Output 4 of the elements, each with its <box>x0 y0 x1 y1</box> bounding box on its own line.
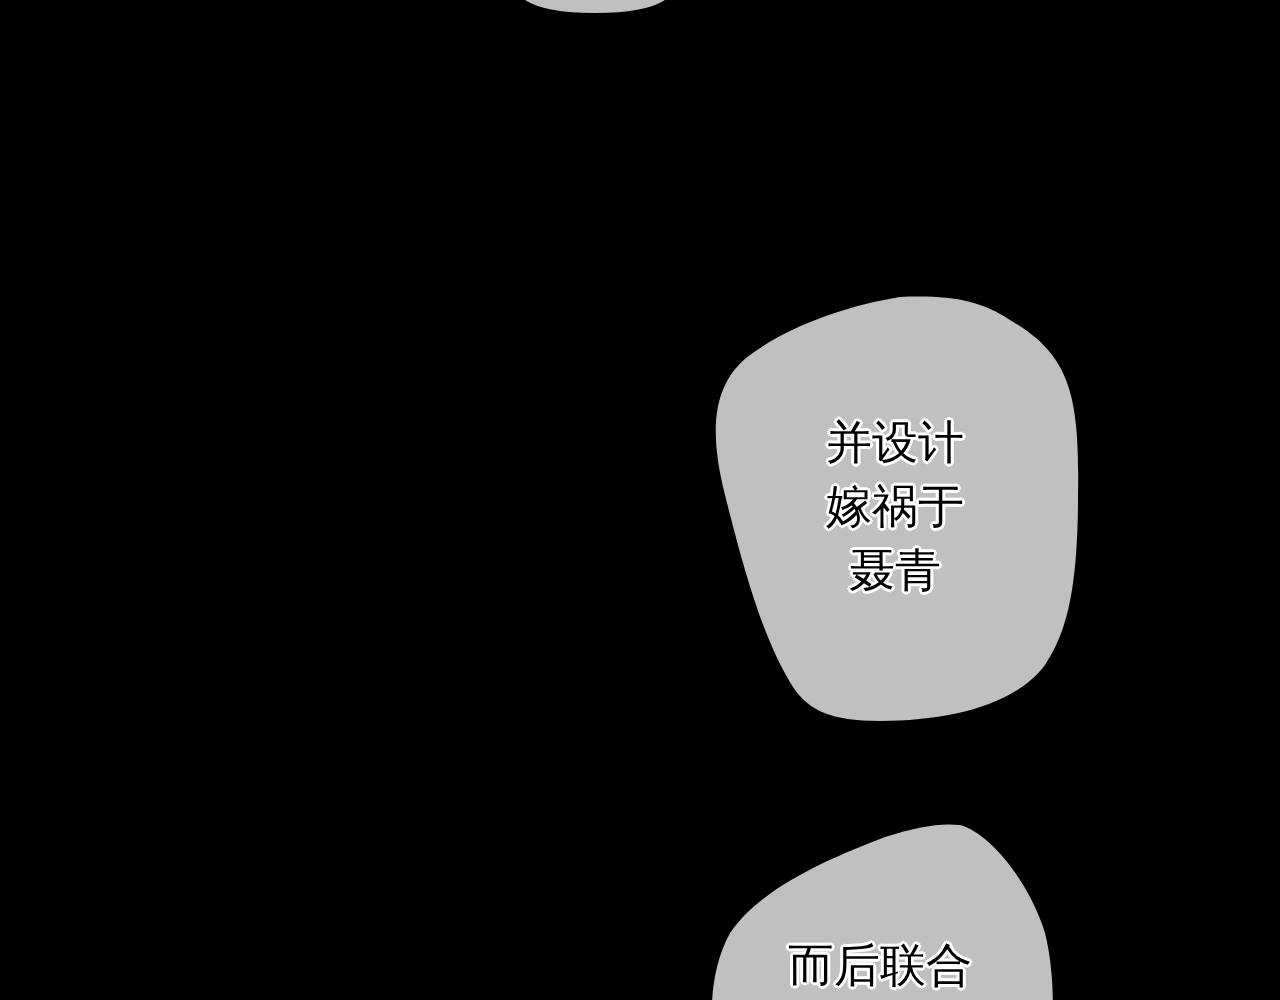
dialogue-text: 并设计嫁祸于聂青 <box>825 414 965 599</box>
speech-bubble <box>710 823 1054 1000</box>
dialogue-text: 而后联合 <box>787 937 973 994</box>
speech-bubble <box>525 0 665 13</box>
